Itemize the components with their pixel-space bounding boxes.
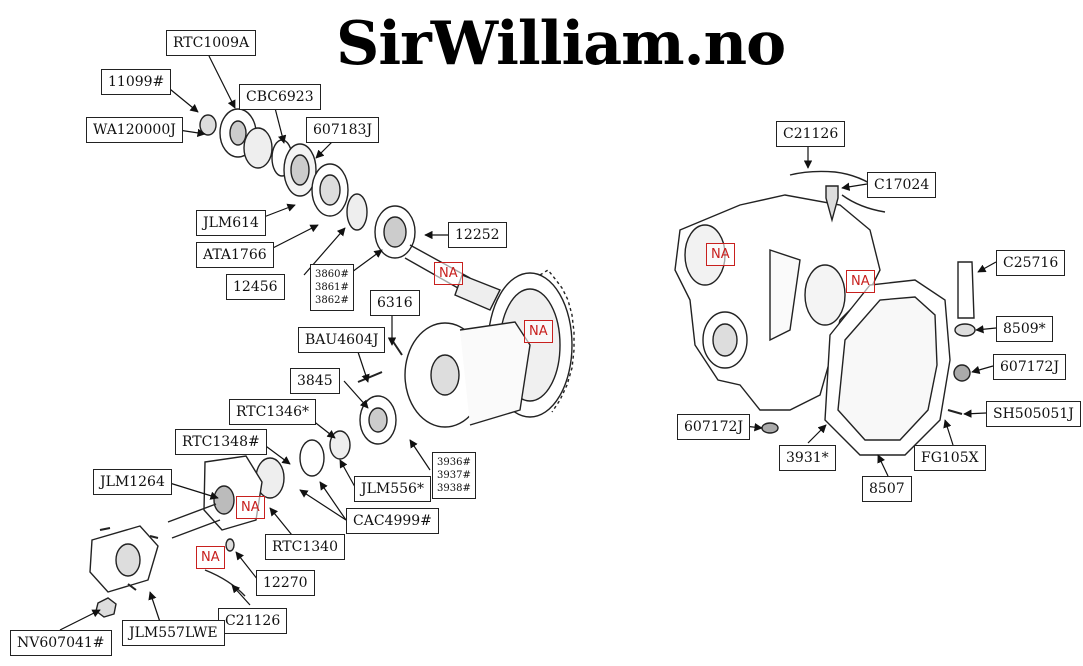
part-label-3862: 3862#	[315, 295, 349, 306]
part-label-c25716: C25716	[996, 250, 1066, 276]
part-label-rtc1009a: RTC1009A	[166, 30, 257, 56]
part-label-12270: 12270	[256, 570, 315, 596]
part-label-sh505051j: SH505051J	[986, 401, 1081, 427]
part-label-cac4999: CAC4999#	[346, 508, 439, 534]
part-label-rtc1346: RTC1346*	[229, 399, 316, 425]
part-label-rtc1340: RTC1340	[265, 534, 345, 560]
na-marker: NA	[434, 262, 463, 285]
part-label-8507: 8507	[862, 476, 912, 502]
part-label-12456: 12456	[226, 274, 285, 300]
part-label-607183j: 607183J	[306, 117, 380, 143]
na-marker: NA	[706, 243, 735, 266]
part-label-fg105x: FG105X	[914, 445, 986, 471]
part-label-jlm614: JLM614	[196, 210, 266, 236]
part-label-c21126-right: C21126	[776, 121, 846, 147]
part-label-3936-stack: 3936# 3937# 3938#	[432, 452, 476, 499]
part-label-3860: 3860#	[315, 269, 349, 280]
na-marker: NA	[846, 270, 875, 293]
part-label-cbc6923: CBC6923	[239, 84, 321, 110]
na-marker: NA	[524, 320, 553, 343]
site-title: SirWilliam.no	[336, 9, 786, 79]
part-label-8509: 8509*	[996, 316, 1053, 342]
part-label-3861: 3861#	[315, 282, 349, 293]
part-label-3936: 3936#	[437, 457, 471, 468]
part-label-3845: 3845	[290, 368, 340, 394]
part-label-jlm557lwe: JLM557LWE	[122, 620, 225, 646]
part-label-3931: 3931*	[779, 445, 836, 471]
part-label-wa120000j: WA120000J	[86, 117, 183, 143]
part-label-c21126-left: C21126	[218, 608, 288, 634]
part-label-bau4604j: BAU4604J	[298, 327, 386, 353]
pinion-assembly-drawing	[89, 108, 575, 618]
part-label-11099: 11099#	[101, 69, 172, 95]
part-label-jlm556: JLM556*	[354, 476, 431, 502]
na-marker: NA	[196, 546, 225, 569]
part-label-ata1766: ATA1766	[196, 242, 274, 268]
part-label-jlm1264: JLM1264	[93, 469, 172, 495]
part-label-607172j-right: 607172J	[993, 354, 1067, 380]
part-label-c17024: C17024	[867, 172, 937, 198]
part-label-3937: 3937#	[437, 470, 471, 481]
part-label-6316: 6316	[370, 290, 420, 316]
part-label-rtc1348: RTC1348#	[175, 429, 267, 455]
part-label-607172j-left: 607172J	[677, 414, 751, 440]
axle-housing-drawing	[674, 170, 976, 456]
part-label-3860-stack: 3860# 3861# 3862#	[310, 264, 354, 311]
part-label-12252: 12252	[448, 222, 507, 248]
part-label-nv607041: NV607041#	[10, 630, 112, 656]
part-label-3938: 3938#	[437, 483, 471, 494]
na-marker: NA	[236, 496, 265, 519]
